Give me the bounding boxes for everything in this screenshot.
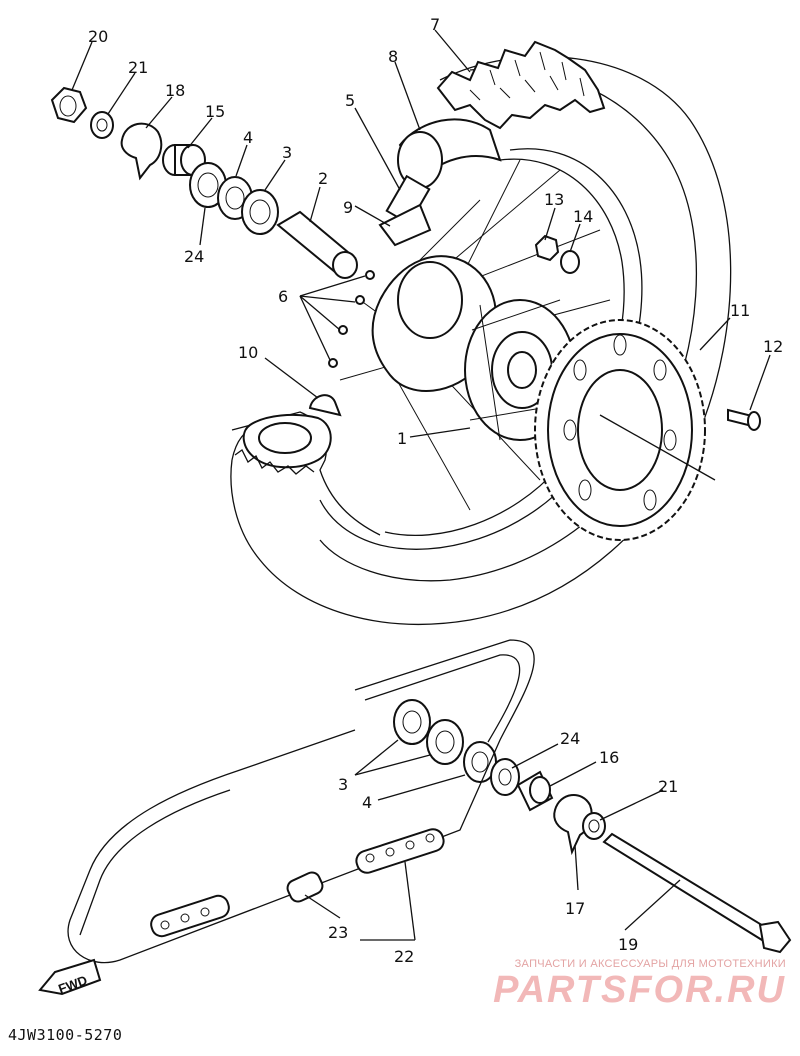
rear-tire bbox=[230, 40, 732, 625]
catalog-code: 4JW3100-5270 bbox=[8, 1026, 123, 1044]
rear-hub bbox=[371, 255, 576, 441]
watermark-brand: PARTSFOR.RU bbox=[493, 969, 786, 1011]
tube-and-rim-lock bbox=[378, 118, 502, 247]
callout-4: 4 bbox=[243, 128, 253, 147]
callout-16: 16 bbox=[599, 748, 619, 767]
callout-10: 10 bbox=[238, 343, 258, 362]
axle-parts-lower bbox=[393, 699, 792, 954]
callout-2: 2 bbox=[318, 169, 328, 188]
callout-3: 3 bbox=[282, 143, 292, 162]
callout-17: 17 bbox=[565, 899, 585, 918]
drive-chain bbox=[67, 639, 535, 964]
rear-sprocket bbox=[534, 319, 706, 541]
callout-12: 12 bbox=[763, 337, 783, 356]
callout-6: 6 bbox=[278, 287, 288, 306]
callout-11: 11 bbox=[730, 301, 750, 320]
callout-3-lower: 3 bbox=[338, 775, 348, 794]
callout-22: 22 bbox=[394, 947, 414, 966]
callout-24-lower: 24 bbox=[560, 729, 580, 748]
callout-21: 21 bbox=[128, 58, 148, 77]
callout-15: 15 bbox=[205, 102, 225, 121]
callout-24: 24 bbox=[184, 247, 204, 266]
watermark-tagline: ЗАПЧАСТИ И АКСЕССУАРЫ ДЛЯ МОТОТЕХНИКИ bbox=[514, 958, 786, 970]
watermark: ЗАПЧАСТИ И АКСЕССУАРЫ ДЛЯ МОТОТЕХНИКИ PA… bbox=[493, 958, 786, 1010]
callout-9: 9 bbox=[343, 198, 353, 217]
callout-18: 18 bbox=[165, 81, 185, 100]
callout-14: 14 bbox=[573, 207, 593, 226]
forward-arrow: FWD bbox=[38, 958, 102, 997]
callout-1: 1 bbox=[397, 429, 407, 448]
callout-4-lower: 4 bbox=[362, 793, 372, 812]
callout-labels: 20 21 18 15 4 3 2 24 7 8 5 9 6 10 13 14 … bbox=[88, 15, 783, 966]
callout-13: 13 bbox=[544, 190, 564, 209]
callout-19: 19 bbox=[618, 935, 638, 954]
axle-parts-upper bbox=[50, 86, 761, 431]
callout-21-lower: 21 bbox=[658, 777, 678, 796]
callout-5: 5 bbox=[345, 91, 355, 110]
callout-23: 23 bbox=[328, 923, 348, 942]
callout-20: 20 bbox=[88, 27, 108, 46]
leader-lines bbox=[71, 29, 771, 941]
callout-8: 8 bbox=[388, 47, 398, 66]
callout-7: 7 bbox=[430, 15, 440, 34]
